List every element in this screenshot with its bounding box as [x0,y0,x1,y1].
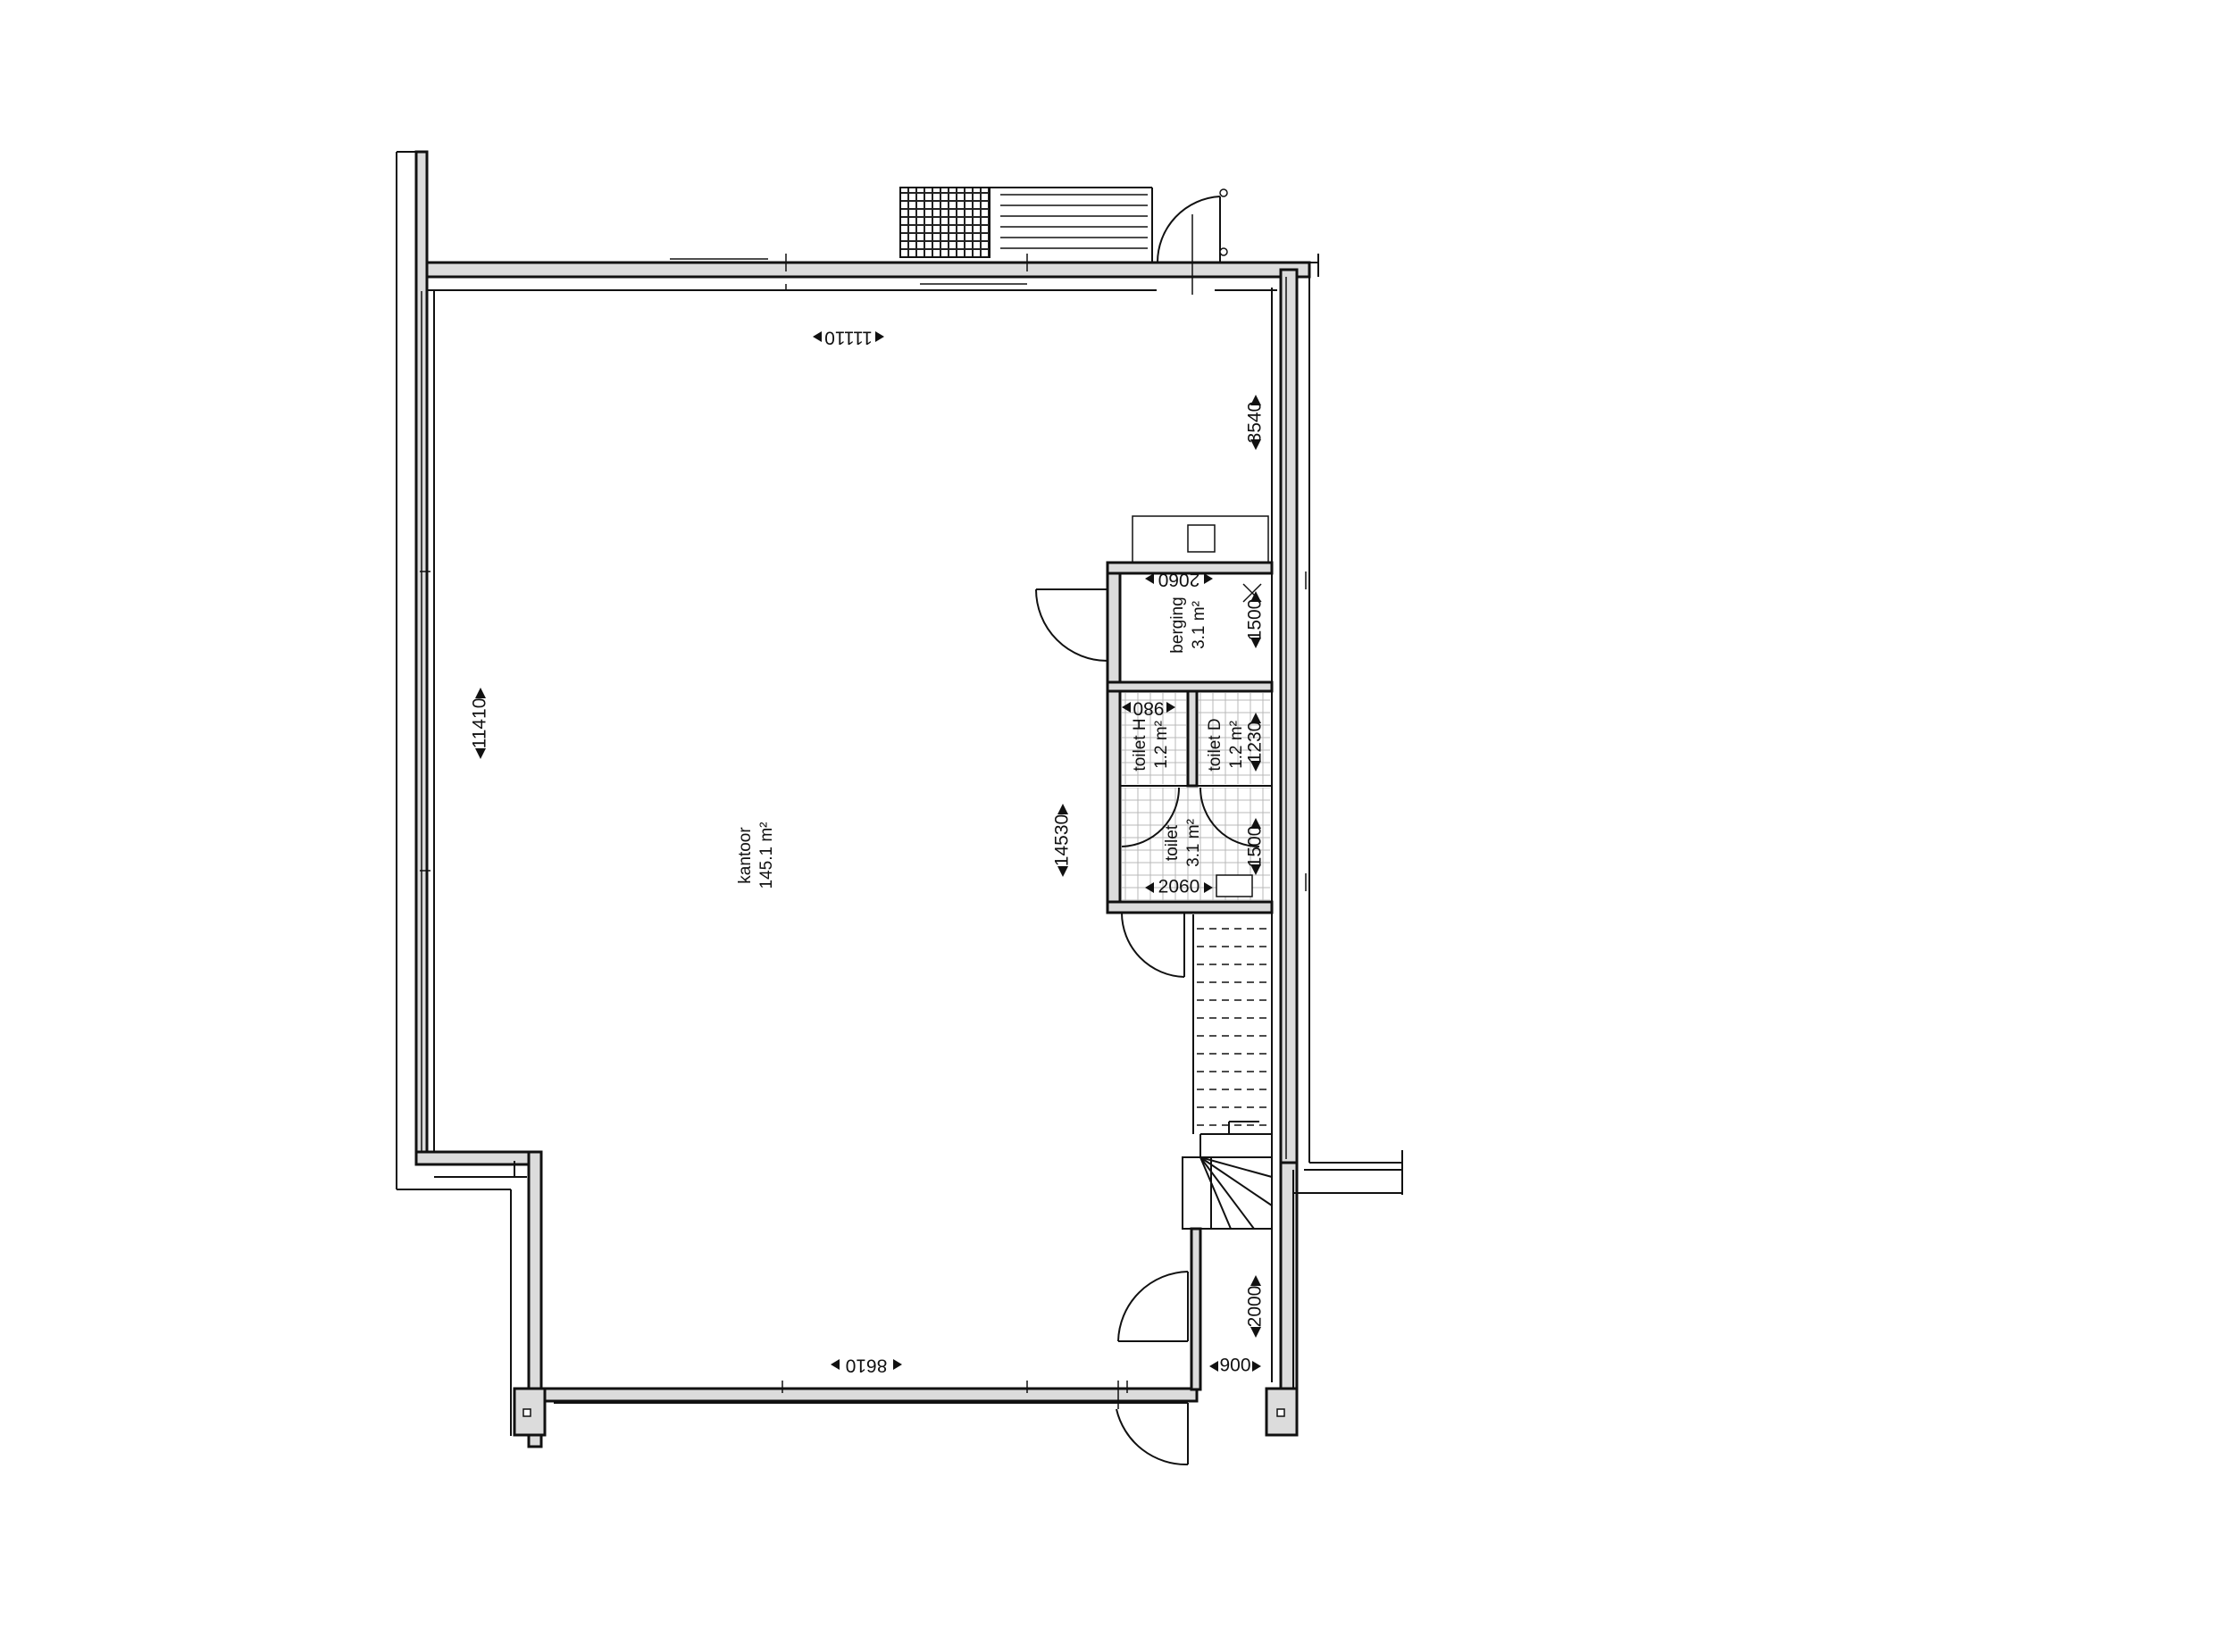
dim-toilet-height: 1500 [1245,826,1266,868]
dim-toilet-depth: 1230 [1245,722,1266,763]
top-wall [414,261,1311,279]
interior-stairs [1182,914,1273,1230]
core-top-wall [1106,561,1274,575]
room-toilet-h-area: 1.2 m² [1152,721,1171,769]
toilet-icon [1216,874,1253,897]
toilet-divider [1186,689,1199,788]
right-lower-wall [1279,1161,1299,1397]
dim-center-height: 14530 [1052,814,1073,866]
room-toilet-name: toilet [1163,824,1182,861]
dim-berging-depth: 1500 [1245,599,1266,641]
exterior-stairs-top [899,187,1153,263]
sink-icon [1187,524,1216,553]
dim-top-right-height: 3540 [1245,402,1266,444]
toilet-h-floor [1122,693,1186,784]
right-wall [1279,268,1299,1164]
dim-width-bottom: 8610 [846,1355,888,1375]
dim-toilet-h-width: 980 [1133,697,1164,718]
bottom-wall [538,1387,1199,1403]
core-left-wall [1106,561,1122,913]
dim-entrance-width: 900 [1219,1356,1250,1376]
grate-icon [899,187,990,258]
sanitary-core [1035,515,1274,978]
room-toilet-d-area: 1.2 m² [1227,721,1246,769]
outer-walls [396,150,1403,1448]
room-toilet-area: 3.1 m² [1184,819,1203,867]
dimension-arrows [475,331,1261,1372]
dim-width-top: 11110 [824,327,873,347]
room-kantoor-name: kantoor [736,827,755,884]
core-bottom-wall [1106,900,1274,914]
room-berging-area: 3.1 m² [1190,601,1208,649]
room-kantoor-area: 145.1 m² [757,822,776,889]
dim-toilet-width: 2060 [1158,877,1200,897]
vestibule-wall [1190,1227,1202,1391]
room-toilet-h-name: toilet H [1131,718,1149,771]
dim-berging-width: 2060 [1158,569,1200,589]
toilet-d-floor [1199,693,1270,784]
window-marks [420,254,1307,1393]
top-door [1156,188,1228,295]
room-labels: kantoor 145.1 m² berging 3.1 m² toilet H… [736,597,1246,889]
entrance-vestibule [1116,1227,1272,1466]
dim-left-height: 11410 [470,698,490,749]
notch-wall-top [414,1150,543,1166]
room-berging-name: berging [1168,597,1187,653]
room-toilet-d-name: toilet D [1206,718,1225,771]
dim-entrance-height: 2000 [1245,1286,1266,1328]
notch-wall-right [527,1150,543,1448]
dimension-labels: 11110 3540 2060 1500 980 1230 11410 1453… [470,327,1266,1375]
